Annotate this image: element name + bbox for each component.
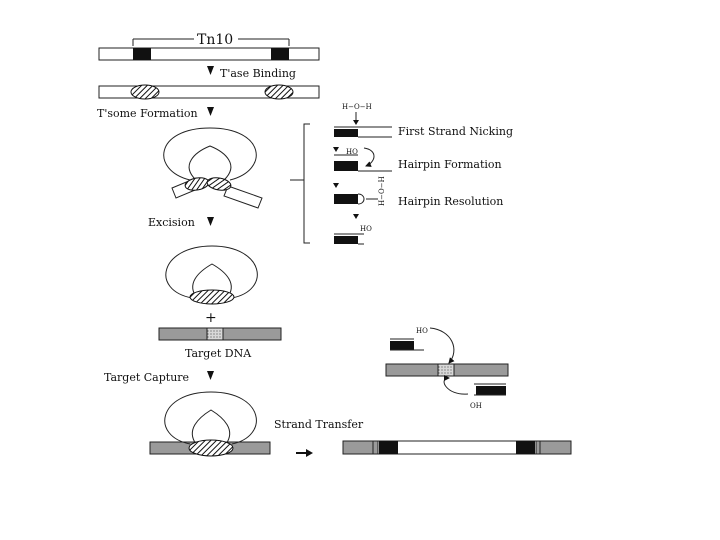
transposase-bound-dna <box>98 84 320 100</box>
excised-transpososome <box>165 245 258 305</box>
arrow-tsome-formation <box>207 107 214 116</box>
label-ho-2: HO <box>360 225 372 233</box>
tn10-right-end <box>271 48 289 60</box>
label-h-o-h-vertical: H−O−H <box>378 176 386 206</box>
arrow-excision <box>207 217 214 226</box>
label-h-o-h-top: H−O−H <box>342 103 372 111</box>
chemistry-steps-panel: H−O−H First Strand Nicking HO Hairpin Fo… <box>290 103 513 245</box>
label-tsome-formation: T'some Formation <box>97 107 198 120</box>
arrow-tase-binding <box>207 66 214 75</box>
arrow-target-capture <box>207 371 214 380</box>
transposase-left <box>130 84 160 100</box>
strand-transfer-product <box>342 440 572 455</box>
tn10-label: Tn10 <box>197 32 233 48</box>
label-oh-1: OH <box>470 402 482 410</box>
arrow-strand-transfer <box>296 449 313 457</box>
transpososome <box>163 127 263 209</box>
label-target-dna: Target DNA <box>185 347 252 360</box>
tn10-left-end <box>133 48 151 60</box>
nick-strand-block <box>334 129 358 137</box>
strand-transfer-detail: HO OH <box>385 327 509 410</box>
tn10-donor-dna <box>98 47 320 61</box>
label-excision: Excision <box>148 216 195 229</box>
label-hairpin-formation: Hairpin Formation <box>398 158 502 171</box>
target-site <box>206 327 224 341</box>
target-capture-complex <box>149 391 271 457</box>
label-first-strand-nicking: First Strand Nicking <box>398 125 513 138</box>
label-hairpin-resolution: Hairpin Resolution <box>398 195 503 208</box>
label-tase-binding: T'ase Binding <box>220 67 296 80</box>
label-ho-3: HO <box>416 327 428 335</box>
label-ho-1: HO <box>346 148 358 156</box>
plus-sign: + <box>205 310 217 326</box>
tn10-element: Tn10 <box>98 32 320 61</box>
label-target-capture: Target Capture <box>104 371 189 384</box>
target-dna <box>158 327 282 341</box>
donor-flank-right <box>223 185 263 209</box>
transposase-right <box>264 84 294 100</box>
label-strand-transfer: Strand Transfer <box>274 418 364 431</box>
